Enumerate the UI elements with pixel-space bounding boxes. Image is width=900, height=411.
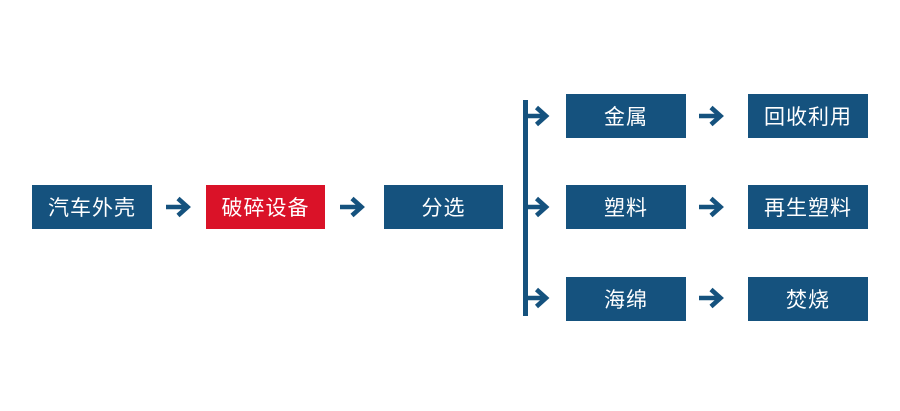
branch-arrow-right-icon bbox=[526, 105, 551, 127]
node-recycled-plastic: 再生塑料 bbox=[748, 185, 868, 229]
node-sorting: 分选 bbox=[384, 185, 503, 229]
node-sponge: 海绵 bbox=[566, 277, 686, 321]
arrow-right-icon bbox=[698, 287, 726, 309]
branch-connector-line bbox=[523, 100, 528, 316]
arrow-right-icon bbox=[698, 105, 726, 127]
node-incineration: 焚烧 bbox=[748, 277, 868, 321]
node-crusher: 破碎设备 bbox=[206, 185, 325, 229]
arrow-right-icon bbox=[698, 196, 726, 218]
node-recycle-use: 回收利用 bbox=[748, 94, 868, 138]
branch-arrow-right-icon bbox=[526, 287, 551, 309]
arrow-right-icon bbox=[339, 196, 367, 218]
node-plastic: 塑料 bbox=[566, 185, 686, 229]
branch-arrow-right-icon bbox=[526, 196, 551, 218]
node-metal: 金属 bbox=[566, 94, 686, 138]
node-car-shell: 汽车外壳 bbox=[32, 185, 152, 229]
arrow-right-icon bbox=[165, 196, 193, 218]
